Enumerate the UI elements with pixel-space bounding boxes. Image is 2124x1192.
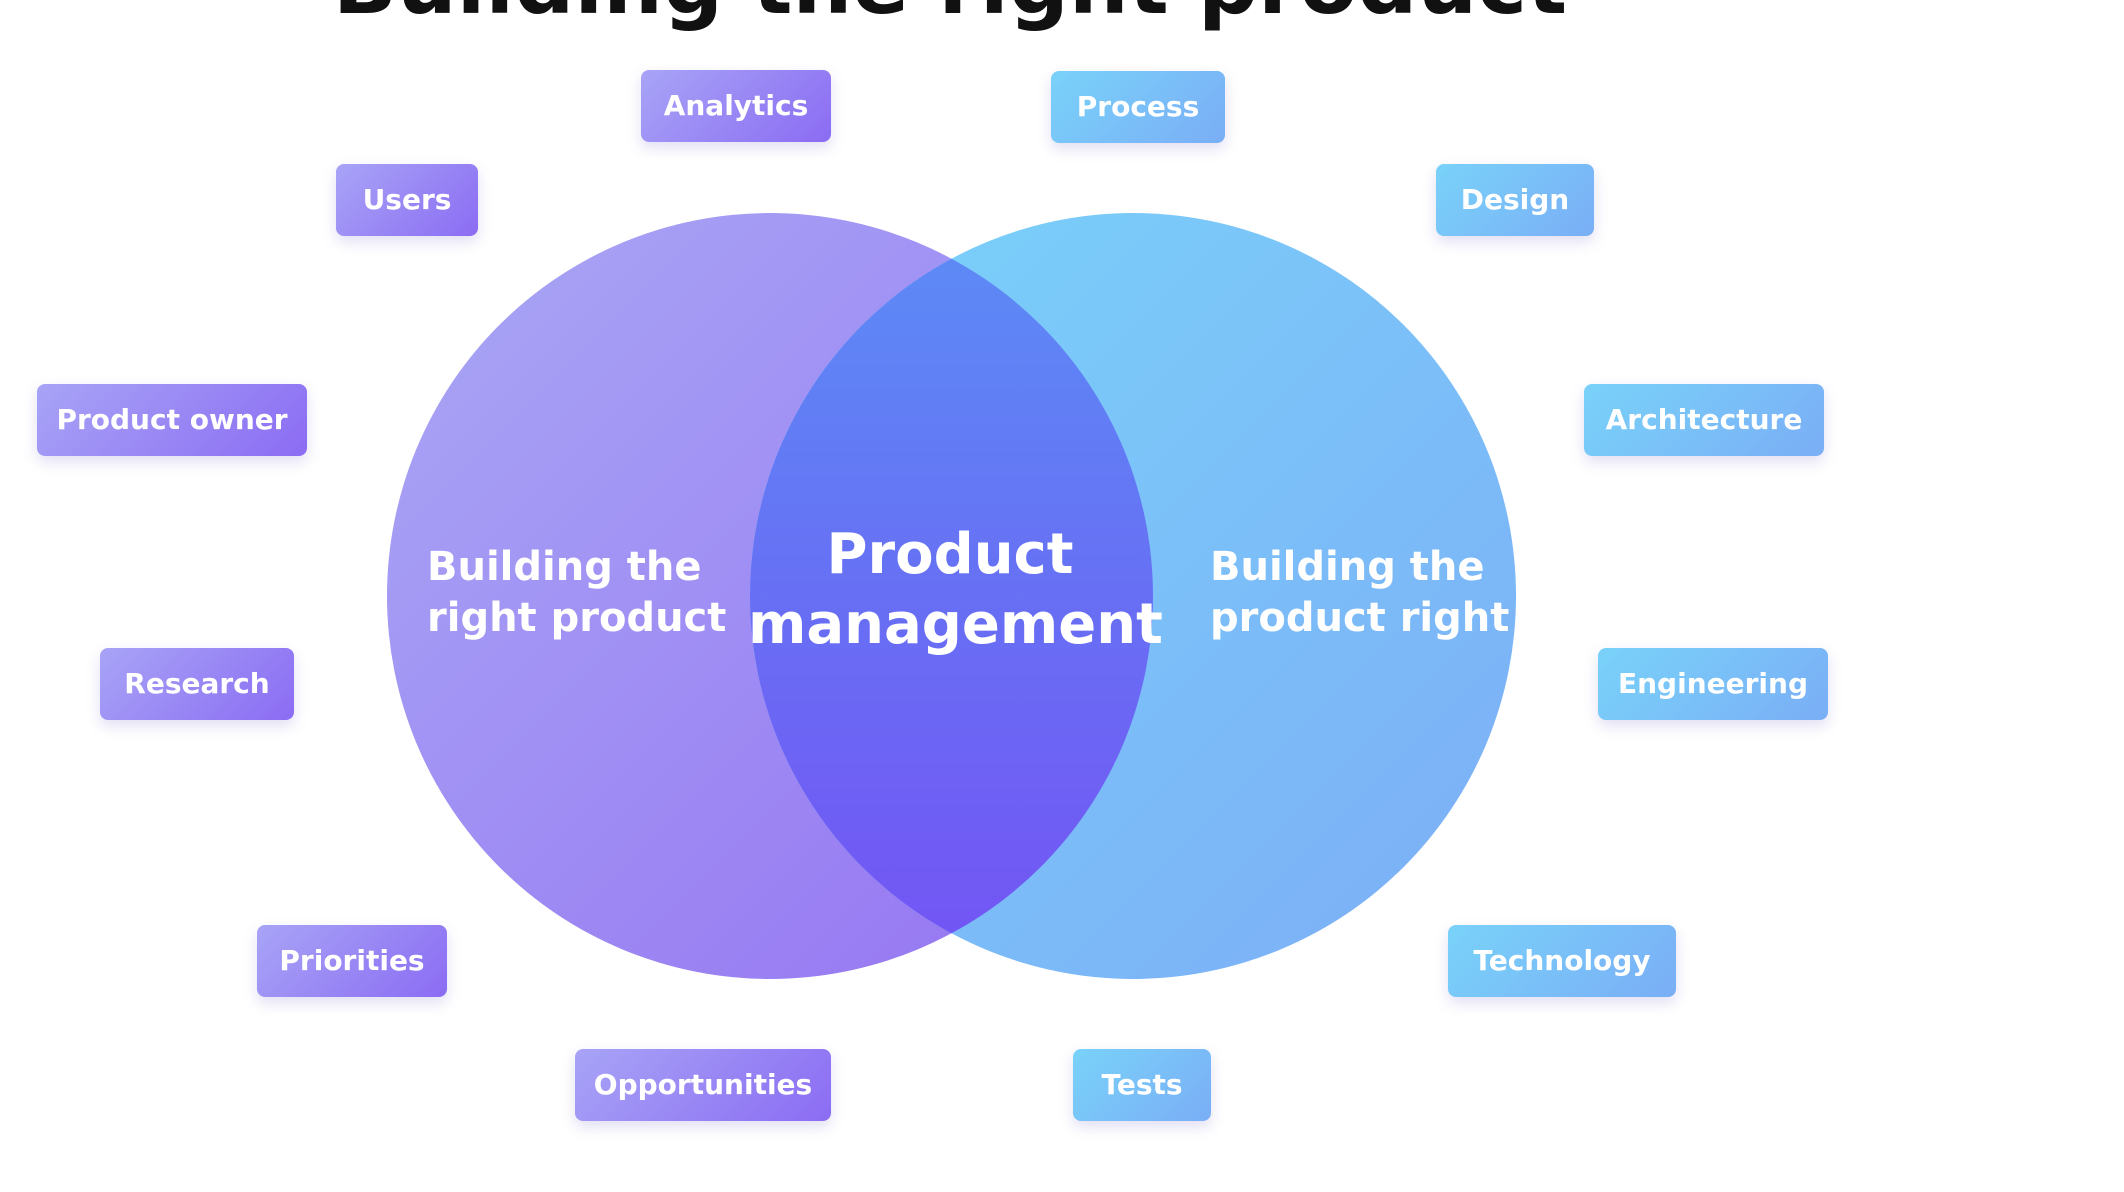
tag-technology: Technology [1448, 925, 1676, 997]
tag-process: Process [1051, 71, 1225, 143]
center-line1: Product [826, 522, 1074, 587]
left-circle-line1: Building the [427, 544, 702, 590]
overlap-region [750, 213, 1153, 979]
center-label: Product management [748, 520, 1163, 660]
right-circle-line1: Building the [1210, 544, 1485, 590]
tag-product-owner: Product owner [37, 384, 307, 456]
tag-engineering: Engineering [1598, 648, 1828, 720]
tag-users: Users [336, 164, 478, 236]
tag-design: Design [1436, 164, 1594, 236]
left-circle-line2: right product [427, 595, 727, 642]
left-circle-label: Building the right product [427, 542, 726, 644]
page-title: Building the right product [0, 0, 1900, 26]
center-line2: management [748, 592, 1163, 657]
tag-priorities: Priorities [257, 925, 447, 997]
right-circle-line2: product right [1210, 595, 1510, 642]
tag-analytics: Analytics [641, 70, 831, 142]
tag-opportunities: Opportunities [575, 1049, 831, 1121]
tag-tests: Tests [1073, 1049, 1211, 1121]
tag-research: Research [100, 648, 294, 720]
right-circle-label: Building the product right [1210, 542, 1510, 644]
tag-architecture: Architecture [1584, 384, 1824, 456]
